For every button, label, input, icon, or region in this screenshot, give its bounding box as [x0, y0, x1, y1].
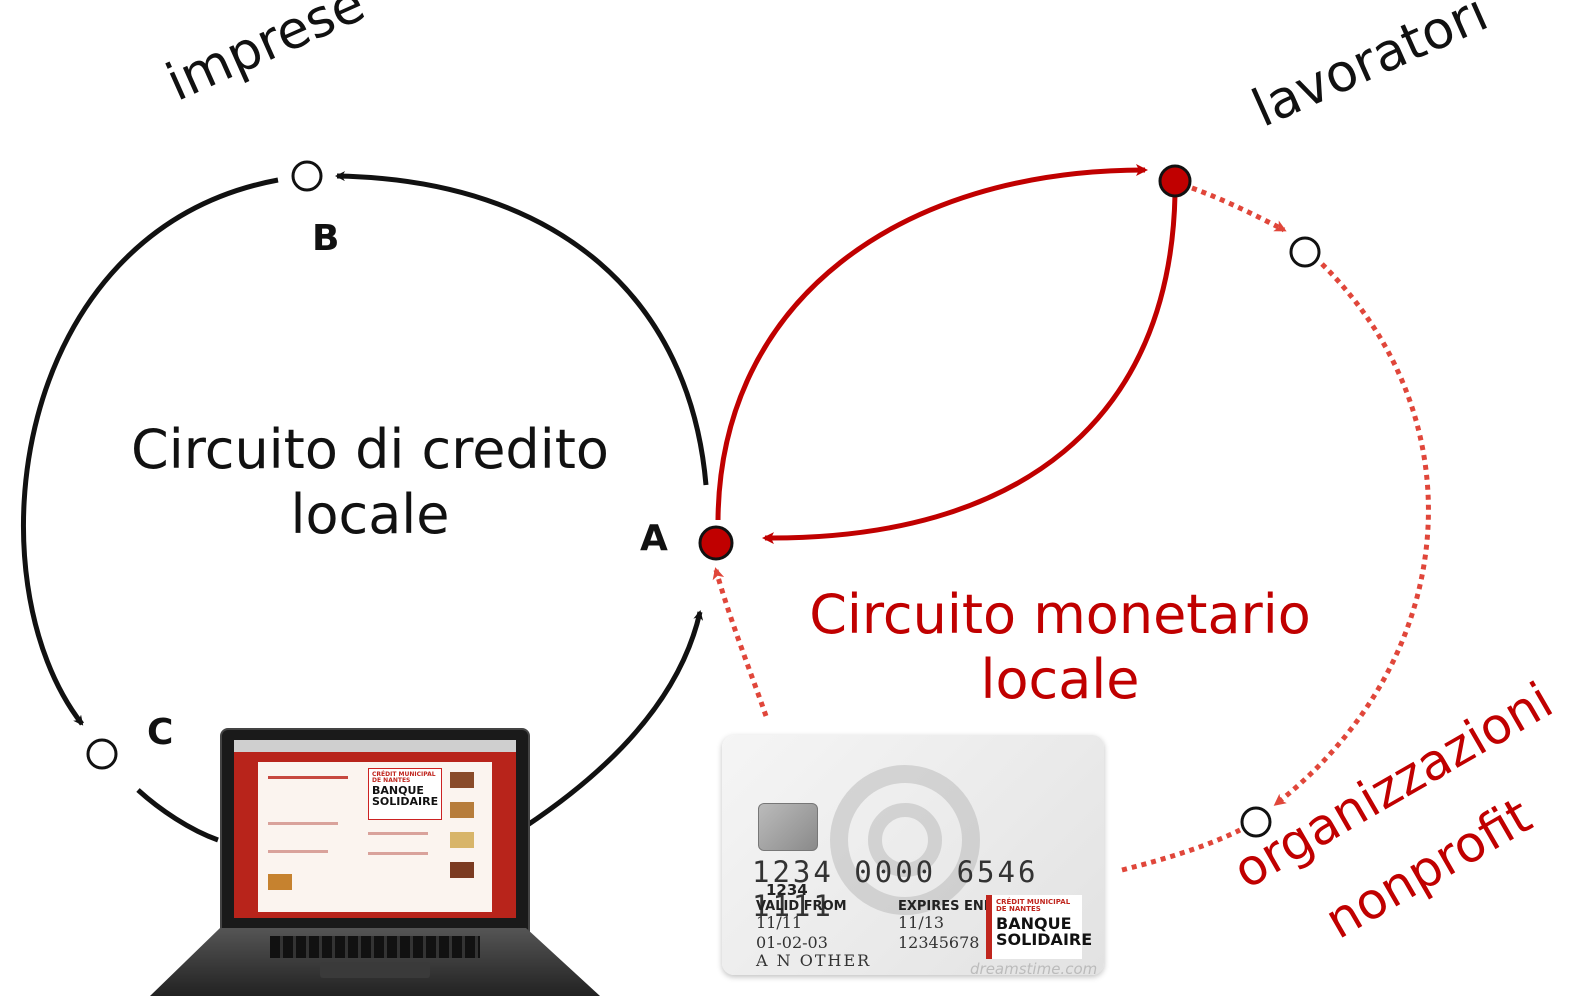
banque-solidaire-logo-screen: CRÉDIT MUNICIPAL DE NANTES BANQUE SOLIDA…	[368, 768, 442, 820]
title-money-line1: Circuito monetario	[809, 583, 1311, 646]
card-number-small: 1234	[766, 881, 808, 899]
node-a	[698, 525, 734, 561]
card-code1: 01-02-03	[756, 933, 828, 952]
arrow-b-to-c	[20, 177, 279, 726]
card-valid-from-label: VALID FROM	[756, 899, 847, 914]
dotted-node-to-nonprofit	[1273, 262, 1431, 806]
node-lavoratori	[1158, 164, 1192, 198]
laptop-screen: CRÉDIT MUNICIPAL DE NANTES BANQUE SOLIDA…	[234, 740, 516, 918]
title-credit-circuit: Circuito di credito locale	[120, 418, 620, 548]
node-nonprofit	[1240, 806, 1272, 838]
card-expires: 11/13	[898, 913, 945, 932]
card-expires-label: EXPIRES END	[898, 899, 995, 914]
label-node-a: A	[640, 518, 668, 559]
laptop-base	[150, 928, 600, 996]
arrow-laptop-to-a	[524, 610, 704, 829]
web-page: CRÉDIT MUNICIPAL DE NANTES BANQUE SOLIDA…	[258, 762, 492, 912]
banque-solidaire-logo-card: CRÉDIT MUNICIPAL DE NANTES BANQUE SOLIDA…	[986, 895, 1092, 959]
node-worker-secondary	[1289, 236, 1321, 268]
arrow-c-to-laptop	[136, 788, 219, 843]
label-node-c: C	[147, 712, 174, 753]
arrow-lavoratori-to-a	[762, 194, 1178, 545]
arrow-a-to-b	[335, 171, 709, 486]
card-watermark: dreamstime.com	[970, 960, 1098, 975]
laptop-trackpad	[320, 962, 430, 978]
card-number: 1234 0000 6546 1111	[752, 855, 1039, 923]
title-credit-line1: Circuito di credito	[131, 418, 609, 481]
dotted-lavoratori-to-node	[1191, 185, 1287, 233]
browser-toolbar	[234, 740, 516, 752]
card-code2: 12345678	[898, 933, 980, 952]
card-valid-from: 11/11	[756, 913, 803, 932]
dotted-card-to-nonprofit	[1121, 827, 1242, 873]
node-b	[291, 160, 323, 192]
laptop-image: CRÉDIT MUNICIPAL DE NANTES BANQUE SOLIDA…	[150, 728, 600, 998]
dotted-card-to-a	[712, 567, 769, 717]
laptop-lid: CRÉDIT MUNICIPAL DE NANTES BANQUE SOLIDA…	[220, 728, 530, 932]
laptop-keyboard	[270, 936, 480, 958]
credit-card-image: 1234 0000 6546 1111 1234 VALID FROM 11/1…	[722, 735, 1104, 975]
label-node-b: B	[312, 218, 340, 259]
node-c	[86, 738, 118, 770]
card-chip-icon	[758, 803, 818, 851]
arrow-a-to-lavoratori	[715, 164, 1148, 521]
title-credit-line2: locale	[290, 482, 450, 546]
title-money-circuit: Circuito monetario locale	[790, 583, 1330, 713]
card-holder: A N OTHER	[756, 951, 872, 970]
title-money-line2: locale	[980, 647, 1140, 711]
